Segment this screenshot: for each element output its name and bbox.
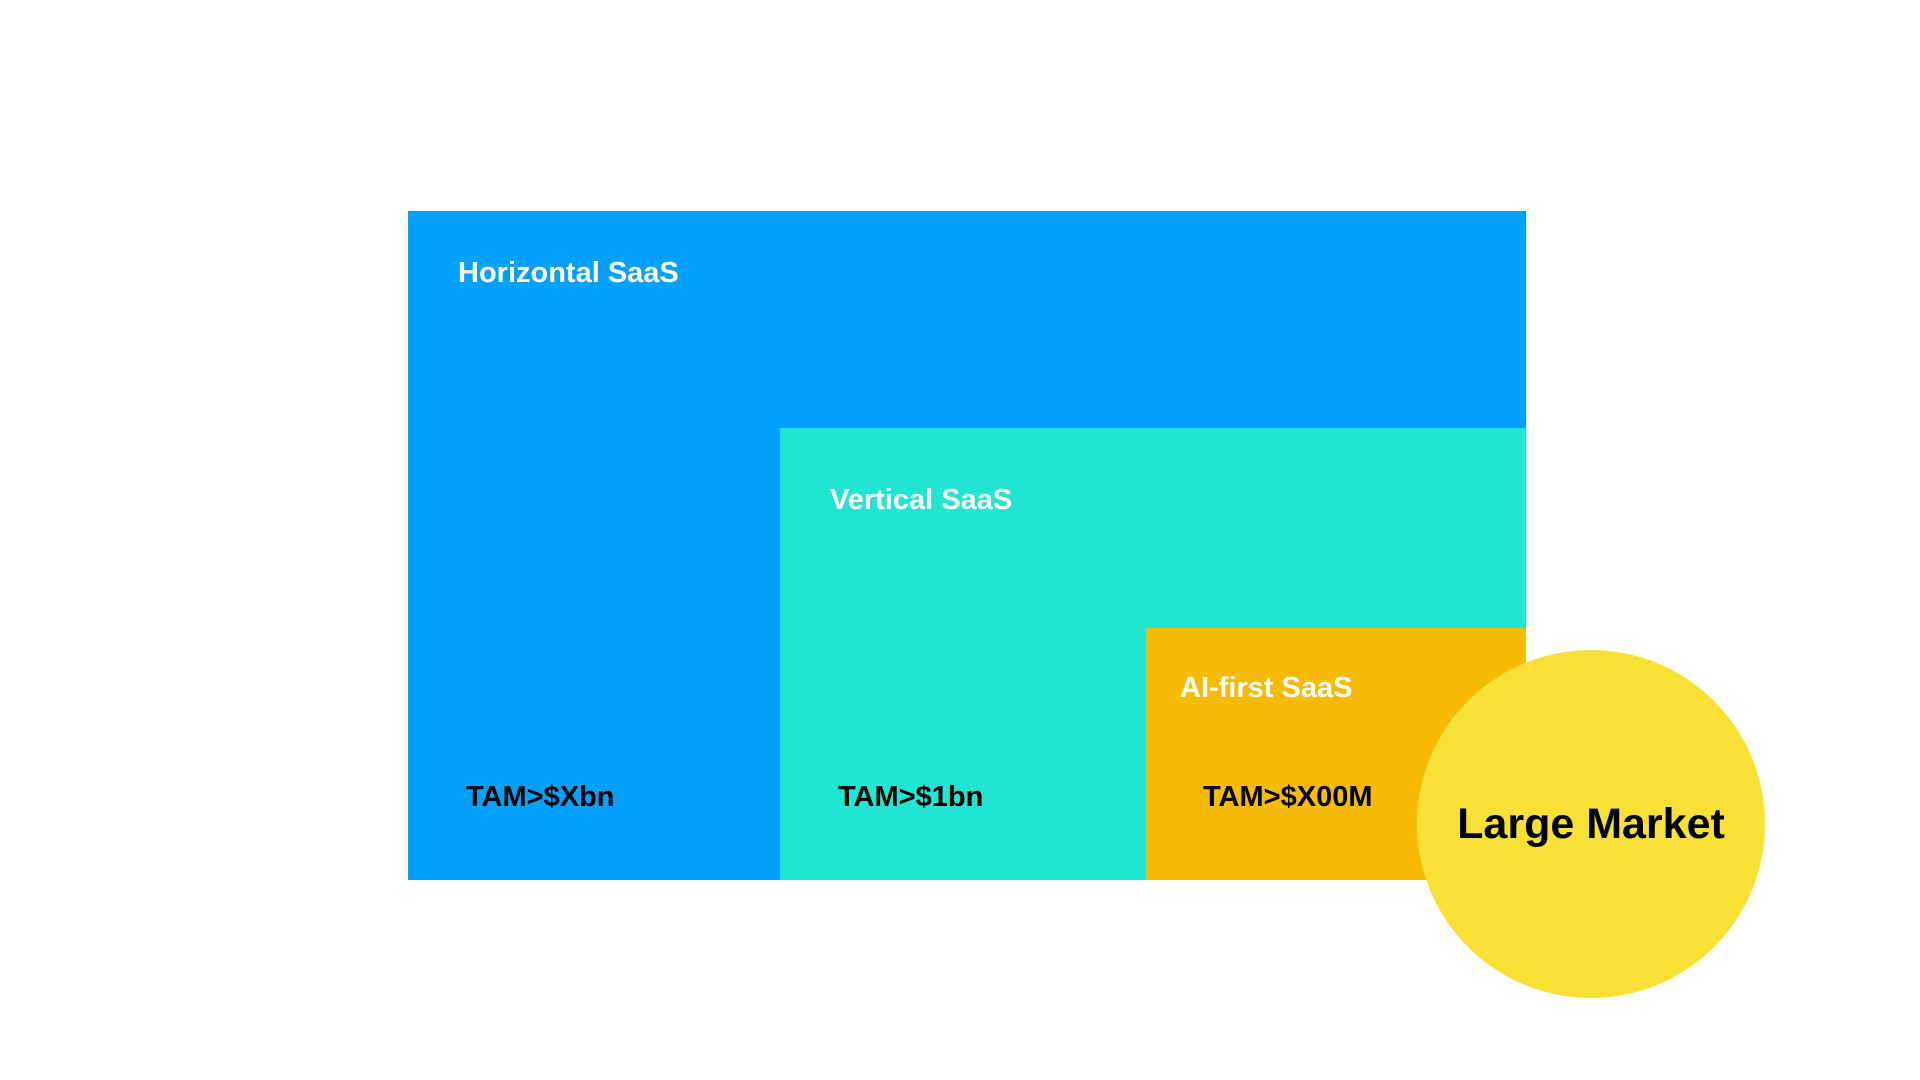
vertical-saas-title: Vertical SaaS [830,484,1013,516]
large-market-circle: Large Market [1417,650,1765,998]
horizontal-saas-tam: TAM>$Xbn [466,781,615,813]
ai-first-saas-tam: TAM>$X00M [1203,781,1373,813]
horizontal-saas-title: Horizontal SaaS [458,257,679,289]
vertical-saas-tam: TAM>$1bn [838,781,984,813]
ai-first-saas-title: AI-first SaaS [1180,672,1353,704]
large-market-label: Large Market [1457,799,1725,848]
